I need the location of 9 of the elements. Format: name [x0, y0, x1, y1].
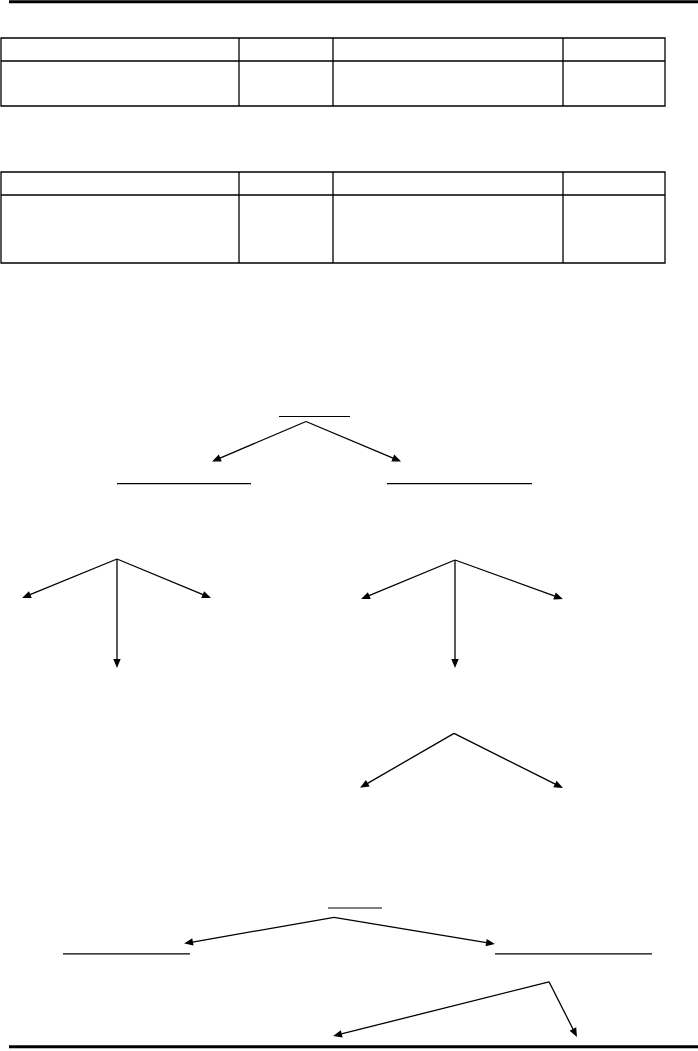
fill-in-line: [327, 907, 383, 909]
fill-in-line: [494, 953, 653, 955]
fill-in-line: [278, 415, 351, 418]
fill-in-line: [62, 953, 191, 955]
fill-in-line: [116, 483, 252, 485]
arrow: [305, 420, 401, 462]
fill-in-line: [386, 483, 533, 485]
table: [0, 37, 666, 107]
table: [0, 171, 666, 264]
